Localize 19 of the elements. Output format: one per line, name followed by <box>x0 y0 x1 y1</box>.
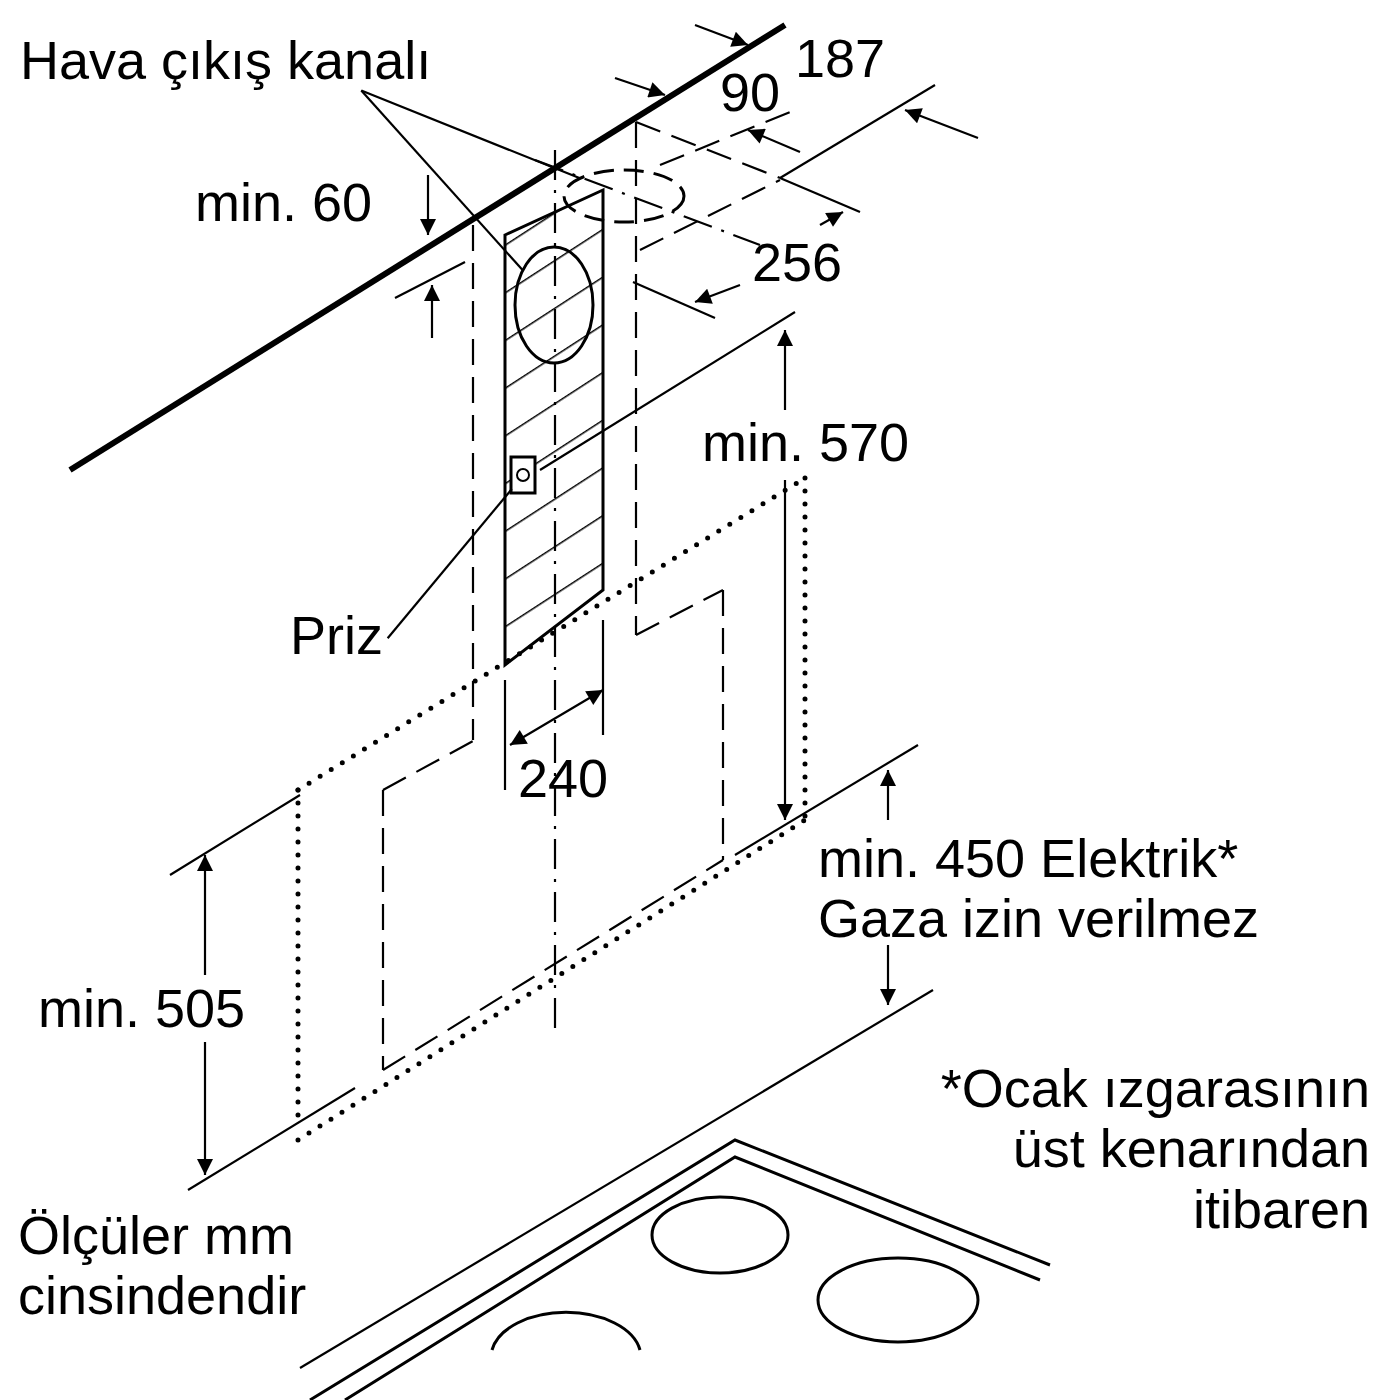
callout-label: Priz <box>290 605 383 666</box>
ceiling-duct-opening <box>562 168 686 224</box>
units-note: Ölçüler mm cinsindendir <box>18 1205 308 1326</box>
callout-label: Hava çıkış kanalı <box>20 30 432 91</box>
wall-duct-opening <box>513 245 595 365</box>
dimension-value: min. 60 <box>195 172 373 233</box>
dimension-value: min. 505 <box>38 978 246 1039</box>
leader-line <box>386 488 513 639</box>
socket-icon <box>509 455 537 495</box>
leader-line <box>360 89 581 180</box>
dimension-value: min. 570 <box>702 412 910 473</box>
dimension-value: 256 <box>752 232 843 293</box>
dimension-note: Gaza izin verilmez <box>818 888 1260 949</box>
dimension-value: 187 <box>795 28 886 89</box>
footnote-text: *Ocak ızgarasının üst kenarından itibaren <box>939 1058 1370 1240</box>
dimension-value: 90 <box>720 62 781 123</box>
dimension-value: 240 <box>518 748 609 809</box>
leader-line <box>360 89 524 271</box>
dimension-value: min. 450 Elektrik* <box>818 828 1239 889</box>
